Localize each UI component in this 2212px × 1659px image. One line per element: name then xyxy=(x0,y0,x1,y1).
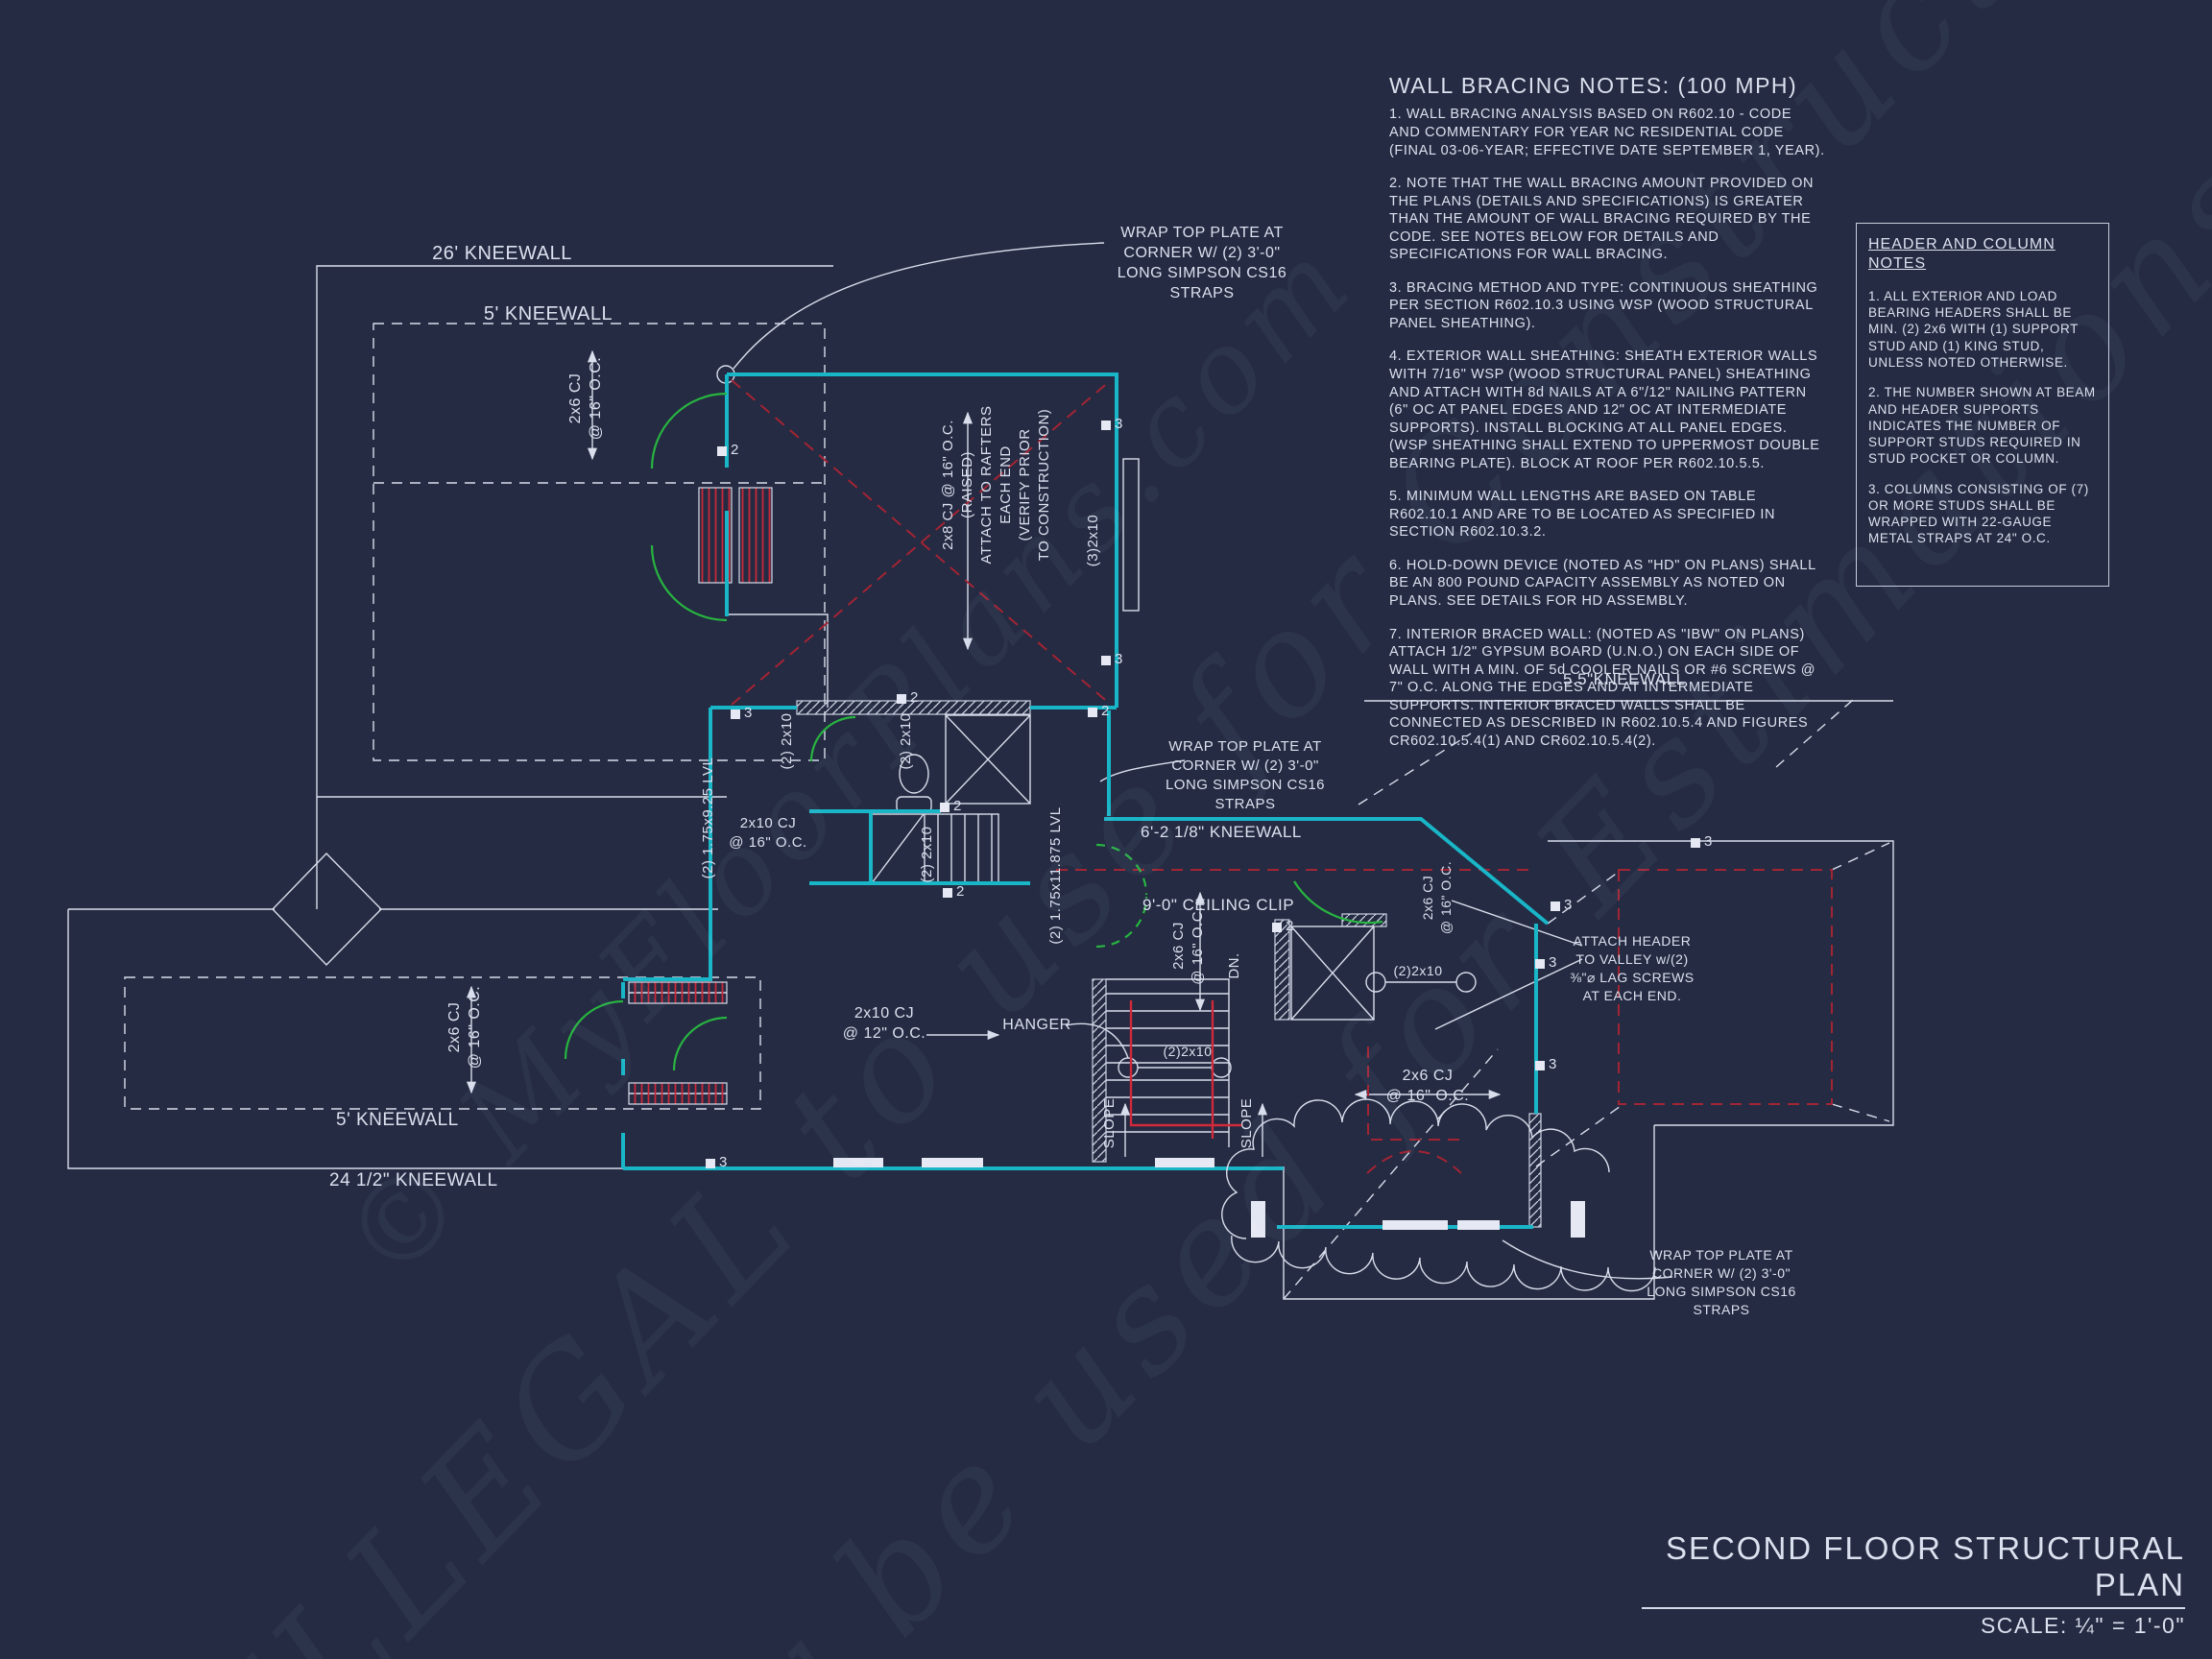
wall-bracing-note-item: 6. HOLD-DOWN DEVICE (NOTED AS "HD" ON PL… xyxy=(1389,557,1816,610)
stud-count-label: 3 xyxy=(1704,833,1713,850)
scale-label: SCALE: ¼" = 1'-0" xyxy=(1980,1613,2185,1638)
page-title: SECOND FLOOR STRUCTURAL PLAN xyxy=(1642,1530,2185,1609)
header-column-notes: HEADER AND COLUMN NOTES 1. ALL EXTERIOR … xyxy=(1856,223,2109,587)
header-column-notes-title: HEADER AND COLUMN NOTES xyxy=(1868,236,2056,273)
stud-pocket-marker xyxy=(1551,902,1560,911)
stud-marker-layer: 3 3 2 3 2 2 2 2 3 3 3 3 2 3 xyxy=(706,416,1713,1170)
plan-label: 26' KNEEWALL xyxy=(432,243,572,264)
cyan-walls xyxy=(621,373,1550,1229)
header-column-note-item: 1. ALL EXTERIOR AND LOAD BEARING HEADERS… xyxy=(1868,288,2079,370)
plan-label: 2x6 CJ@ 16" O.C. xyxy=(446,986,483,1070)
stud-count-label: 3 xyxy=(1564,897,1573,913)
stud-pocket-marker xyxy=(717,446,727,456)
window-sills xyxy=(833,1158,1585,1238)
plan-label: 5.5"KNEEWALL xyxy=(1563,670,1686,688)
wall-bracing-note-item: 1. WALL BRACING ANALYSIS BASED ON R602.1… xyxy=(1389,107,1825,158)
door-swings xyxy=(564,392,1383,1071)
stud-pocket-marker xyxy=(1101,421,1111,430)
stud-count-label: 2 xyxy=(1101,703,1110,719)
wall-bracing-note-item: 7. INTERIOR BRACED WALL: (NOTED AS "IBW"… xyxy=(1389,626,1816,749)
stud-count-label: 2 xyxy=(731,442,739,458)
plan-label: 2x10 CJ@ 16" O.C. xyxy=(729,815,806,851)
title-block: SECOND FLOOR STRUCTURAL PLAN SCALE: ¼" =… xyxy=(1642,1530,2185,1639)
plan-label: SLOPE xyxy=(1238,1098,1255,1149)
plan-label: 2x6 CJ@ 16" O.C. xyxy=(1170,906,1206,984)
stud-count-label: 3 xyxy=(1115,416,1123,432)
stud-pocket-marker xyxy=(1272,923,1282,932)
plan-label: 5' KNEEWALL xyxy=(484,303,613,325)
stud-count-label: 2 xyxy=(910,689,919,706)
stud-pocket-marker xyxy=(897,694,906,704)
plan-label: SLOPE xyxy=(1101,1098,1118,1149)
plan-label: (2)2x10 xyxy=(1164,1044,1213,1059)
stud-count-label: 3 xyxy=(1115,651,1123,667)
stud-count-label: 3 xyxy=(744,705,753,721)
plan-label: (2) 2x10 xyxy=(919,826,935,882)
wall-bracing-notes-title: WALL BRACING NOTES: (100 MPH) xyxy=(1389,73,1798,98)
stud-count-label: 3 xyxy=(719,1154,728,1170)
plan-label: (2) 2x10 xyxy=(898,712,914,769)
stud-pocket-marker xyxy=(1535,959,1545,969)
stud-count-label: 3 xyxy=(1549,1056,1557,1072)
plan-label: 2x10 CJ@ 12" O.C. xyxy=(843,1005,926,1042)
plan-label: (2)2x10 xyxy=(1394,963,1443,978)
wall-bracing-note-item: 5. MINIMUM WALL LENGTHS ARE BASED ON TAB… xyxy=(1389,489,1776,541)
wall-bracing-note-item: 4. EXTERIOR WALL SHEATHING: SHEATH EXTER… xyxy=(1389,349,1820,471)
wall-bracing-note-item: 2. NOTE THAT THE WALL BRACING AMOUNT PRO… xyxy=(1389,176,1815,263)
stud-pocket-marker xyxy=(1535,1061,1545,1070)
stud-pocket-marker xyxy=(731,709,740,719)
plan-label: (2) 2x10 xyxy=(779,712,795,769)
plan-label: 2x6 CJ@ 16" O.C. xyxy=(1420,861,1454,934)
plan-label: (2) 1.75x9.25 LVL xyxy=(700,757,716,879)
plan-label: 5' KNEEWALL xyxy=(336,1110,459,1130)
stud-pocket-marker xyxy=(1101,656,1111,665)
plan-label: 2x6 CJ@ 16" O.C. xyxy=(567,357,604,441)
wall-bracing-notes: WALL BRACING NOTES: (100 MPH) 1. WALL BR… xyxy=(1389,72,1826,765)
stud-count-label: 2 xyxy=(1286,918,1294,934)
wall-bracing-note-item: 3. BRACING METHOD AND TYPE: CONTINUOUS S… xyxy=(1389,279,1818,331)
hatched-walls xyxy=(796,700,1542,1228)
stud-pocket-marker xyxy=(1691,838,1700,848)
revision-clouds xyxy=(1221,1098,1656,1292)
header-column-notes-body: 1. ALL EXTERIOR AND LOAD BEARING HEADERS… xyxy=(1868,288,2097,547)
plan-label: (2) 1.75x11.875 LVL xyxy=(1047,806,1064,944)
wall-bracing-notes-body: 1. WALL BRACING ANALYSIS BASED ON R602.1… xyxy=(1389,106,1826,750)
stud-count-label: 3 xyxy=(1549,954,1557,971)
plan-label: 9'-0" CEILING CLIP xyxy=(1142,896,1294,914)
kneewall-dashed-lines xyxy=(124,323,1890,1300)
plan-label: 2x6 CJ@ 16" O.C. xyxy=(1386,1068,1470,1104)
plan-label: HANGER xyxy=(1002,1017,1070,1033)
red-beam-lines xyxy=(1129,1000,1242,1139)
header-column-note-item: 3. COLUMNS CONSISTING OF (7) OR MORE STU… xyxy=(1868,481,2089,546)
plan-label: 2x8 CJ @ 16" O.C.(RAISED)ATTACH TO RAFTE… xyxy=(940,406,1052,565)
plan-label: 24 1/2" KNEEWALL xyxy=(329,1170,498,1190)
header-column-note-item: 2. THE NUMBER SHOWN AT BEAM AND HEADER S… xyxy=(1868,385,2096,467)
stud-count-label: 2 xyxy=(956,883,965,900)
red-dashed-framing xyxy=(731,379,1833,1174)
stud-pocket-marker xyxy=(940,803,950,812)
plan-label-layer: 26' KNEEWALL 5' KNEEWALL 2x6 CJ@ 16" O.C. W… xyxy=(329,225,1796,1317)
stud-pocket-marker xyxy=(706,1159,715,1168)
stud-pocket-marker xyxy=(1088,708,1097,717)
stud-count-label: 2 xyxy=(953,798,962,814)
plan-label: DN. xyxy=(1226,952,1242,978)
stud-pocket-marker xyxy=(943,888,952,898)
plan-label: 6'-2 1/8" KNEEWALL xyxy=(1141,823,1302,841)
plan-label: (3)2x10 xyxy=(1085,515,1101,566)
